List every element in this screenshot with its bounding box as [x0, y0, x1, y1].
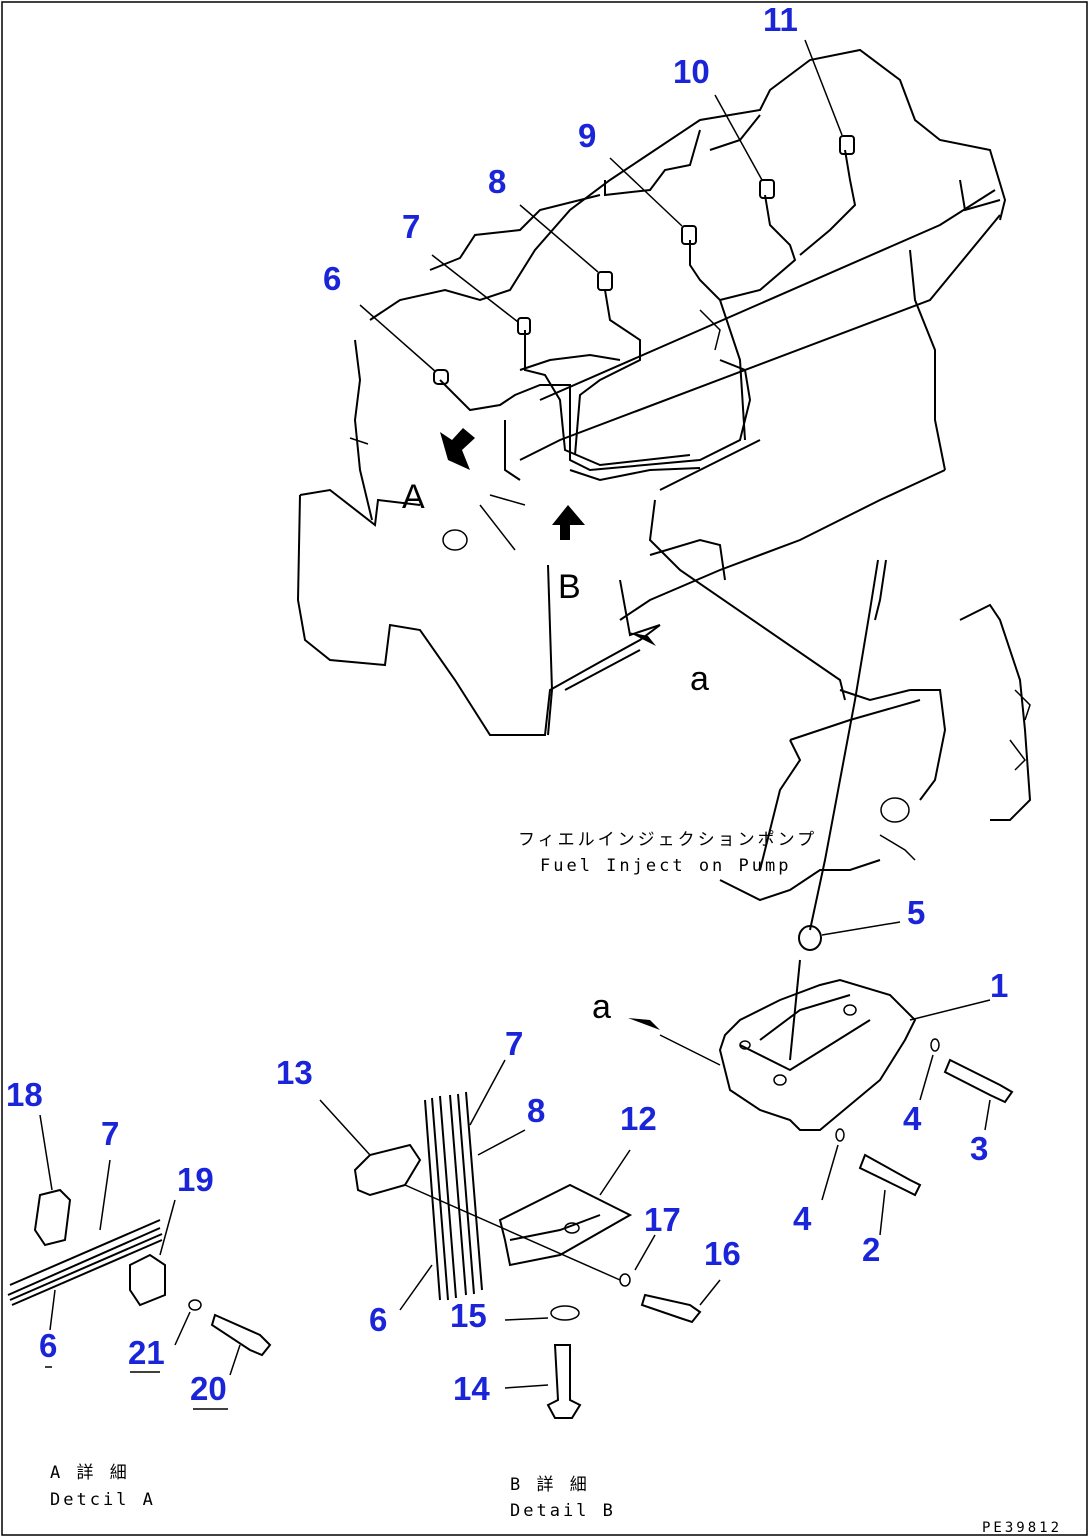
view-letter-a: A: [402, 478, 425, 516]
callout-labels: 1 2 3 4 4 5 6 7 8 9 10 11 12 13 14 15 16…: [6, 1, 1008, 1407]
callout-11: 11: [763, 1, 798, 38]
detail-b-caption-jp: B 詳 細: [510, 1475, 590, 1495]
callout-19: 19: [177, 1161, 214, 1198]
injection-pipes: [439, 149, 857, 491]
part-1-bracket: [659, 978, 991, 1131]
callout-2: 2: [862, 1231, 880, 1268]
callout-14: 14: [453, 1370, 490, 1407]
callout-20: 20: [190, 1370, 227, 1407]
callout-6: 6: [323, 260, 341, 297]
detail-a-drawing: [7, 1114, 272, 1376]
callout-10: 10: [673, 53, 710, 90]
callout-5: 5: [907, 894, 925, 931]
detail-a-caption-jp: A 詳 細: [50, 1463, 130, 1483]
callout-12: 12: [620, 1100, 657, 1137]
callout-18: 18: [6, 1076, 43, 1113]
callout-17: 17: [644, 1201, 681, 1238]
detail-a-caption-en: Detcil A: [50, 1490, 156, 1510]
leader-lines: [359, 39, 843, 373]
view-arrow-a: [440, 428, 475, 470]
callout-4-lower: 4: [793, 1200, 812, 1237]
callout-8: 8: [488, 163, 506, 200]
fuel-injection-pump: [719, 603, 1032, 902]
callout-6-detail-b: 6: [369, 1301, 387, 1338]
callout-4-upper: 4: [903, 1100, 922, 1137]
part-3-bolt: [943, 1058, 1014, 1131]
view-letter-a-lower: a: [592, 988, 611, 1026]
pump-label-en: Fuel Inject on Pump: [540, 856, 791, 876]
callout-16: 16: [704, 1235, 741, 1272]
callout-9: 9: [578, 117, 596, 154]
pump-label-jp: フィエルインジェクションポンプ: [518, 830, 817, 850]
callout-13: 13: [276, 1054, 313, 1091]
part-2-bolt: [858, 1153, 922, 1236]
callout-15: 15: [450, 1297, 487, 1334]
detail-b-caption-en: Detail B: [510, 1501, 616, 1521]
drawing-code: PE39812: [982, 1520, 1062, 1536]
dipstick-rod: [789, 559, 887, 1061]
callout-underlines: [45, 1366, 228, 1410]
part-5-cap: [798, 921, 901, 951]
view-arrow-a-lower: [628, 1018, 660, 1030]
callout-1: 1: [990, 967, 1008, 1004]
view-letter-b: B: [558, 568, 581, 606]
callout-6-detail-a: 6: [39, 1327, 57, 1364]
view-letter-a-small: a: [690, 660, 709, 698]
view-arrow-a-small: [628, 632, 656, 646]
callout-8-detail-b: 8: [527, 1092, 545, 1129]
engine-block-outline: [296, 48, 1007, 736]
injector-nozzles: [433, 135, 855, 385]
callout-3: 3: [970, 1130, 988, 1167]
part-4-washers: [821, 1038, 940, 1201]
callout-7-detail-b: 7: [505, 1025, 523, 1062]
view-arrow-b: [552, 505, 585, 540]
detail-b-drawing: [319, 1059, 721, 1419]
callout-21: 21: [128, 1334, 165, 1371]
callout-7-detail-a: 7: [101, 1115, 119, 1152]
callout-7: 7: [402, 208, 420, 245]
